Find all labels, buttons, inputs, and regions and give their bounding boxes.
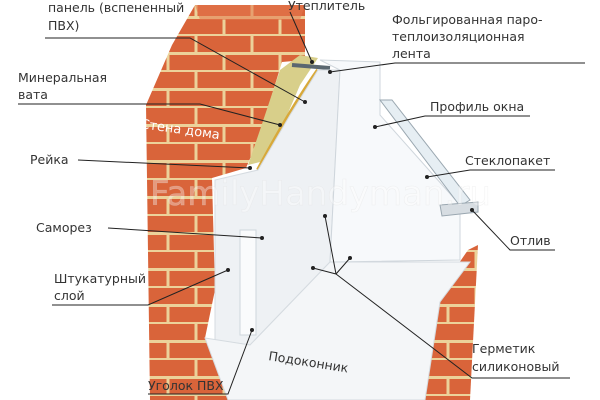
mineral-wool-label-line1: Минеральная bbox=[18, 70, 107, 85]
drip-label: Отлив bbox=[510, 233, 551, 248]
pvc-corner bbox=[239, 229, 257, 336]
panel-label-line2: ПВХ) bbox=[48, 18, 79, 33]
window-frame bbox=[319, 59, 461, 263]
corner-label: Уголок ПВХ bbox=[148, 378, 224, 393]
batten-label: Рейка bbox=[30, 152, 69, 167]
sealant-label-line1: Герметик bbox=[472, 341, 536, 356]
brick-wall-top-face bbox=[195, 5, 305, 20]
plaster-label-line1: Штукатурный bbox=[54, 271, 146, 286]
insulation-label: Утеплитель bbox=[288, 0, 365, 13]
plaster-label-line2: слой bbox=[54, 288, 85, 303]
foil-tape bbox=[291, 63, 331, 70]
screw-label: Саморез bbox=[36, 220, 92, 235]
window-sill bbox=[204, 261, 471, 400]
watermark: FamilyHandyman.ru bbox=[150, 174, 491, 214]
glazing-unit bbox=[378, 99, 471, 207]
foil-label-line3: лента bbox=[392, 46, 431, 61]
panel-label-line1: панель (вспененный bbox=[48, 0, 184, 15]
glazing-label: Стеклопакет bbox=[465, 153, 550, 168]
foil-label-line2: теплоизоляционная bbox=[392, 29, 525, 44]
mineral-wool bbox=[248, 55, 318, 165]
leader-lines bbox=[18, 11, 585, 395]
drip-sill bbox=[439, 201, 479, 217]
sealant-label-line2: силиконовый bbox=[472, 359, 560, 374]
mineral-wool-label-line2: вата bbox=[18, 87, 48, 102]
profile-label: Профиль окна bbox=[430, 99, 524, 114]
foil-label-line1: Фольгированная паро- bbox=[392, 12, 543, 27]
